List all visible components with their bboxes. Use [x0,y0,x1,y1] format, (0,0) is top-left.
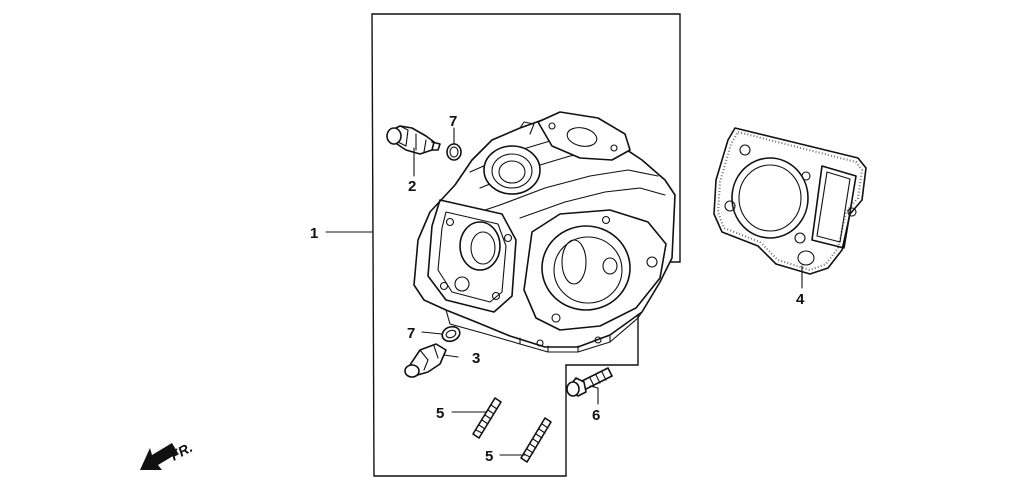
callout-5-lower: 5 [485,448,493,465]
callout-2: 2 [408,178,416,195]
part-2-plug[interactable] [386,125,441,155]
callout-7-lower: 7 [407,325,415,342]
part-7-o-ring-lower[interactable] [440,324,462,343]
callout-1: 1 [310,225,318,242]
front-arrow-icon [140,443,178,470]
part-3-plug[interactable] [404,343,447,378]
leader-lines [325,127,803,456]
front-direction-label: FR. [168,439,195,464]
callout-7-upper: 7 [449,113,457,130]
callout-3: 3 [472,350,480,367]
callout-5-upper: 5 [436,405,444,422]
callout-6: 6 [592,407,600,424]
part-6-bolt[interactable] [566,367,613,397]
callout-4: 4 [796,291,805,308]
part-4-head-gasket[interactable] [713,127,867,275]
part-5-stud-upper[interactable] [472,397,502,439]
cylinder-head[interactable] [413,111,676,353]
assembly-frame [371,13,681,477]
part-7-o-ring-upper[interactable] [446,143,462,161]
part-5-stud-lower[interactable] [520,417,552,463]
